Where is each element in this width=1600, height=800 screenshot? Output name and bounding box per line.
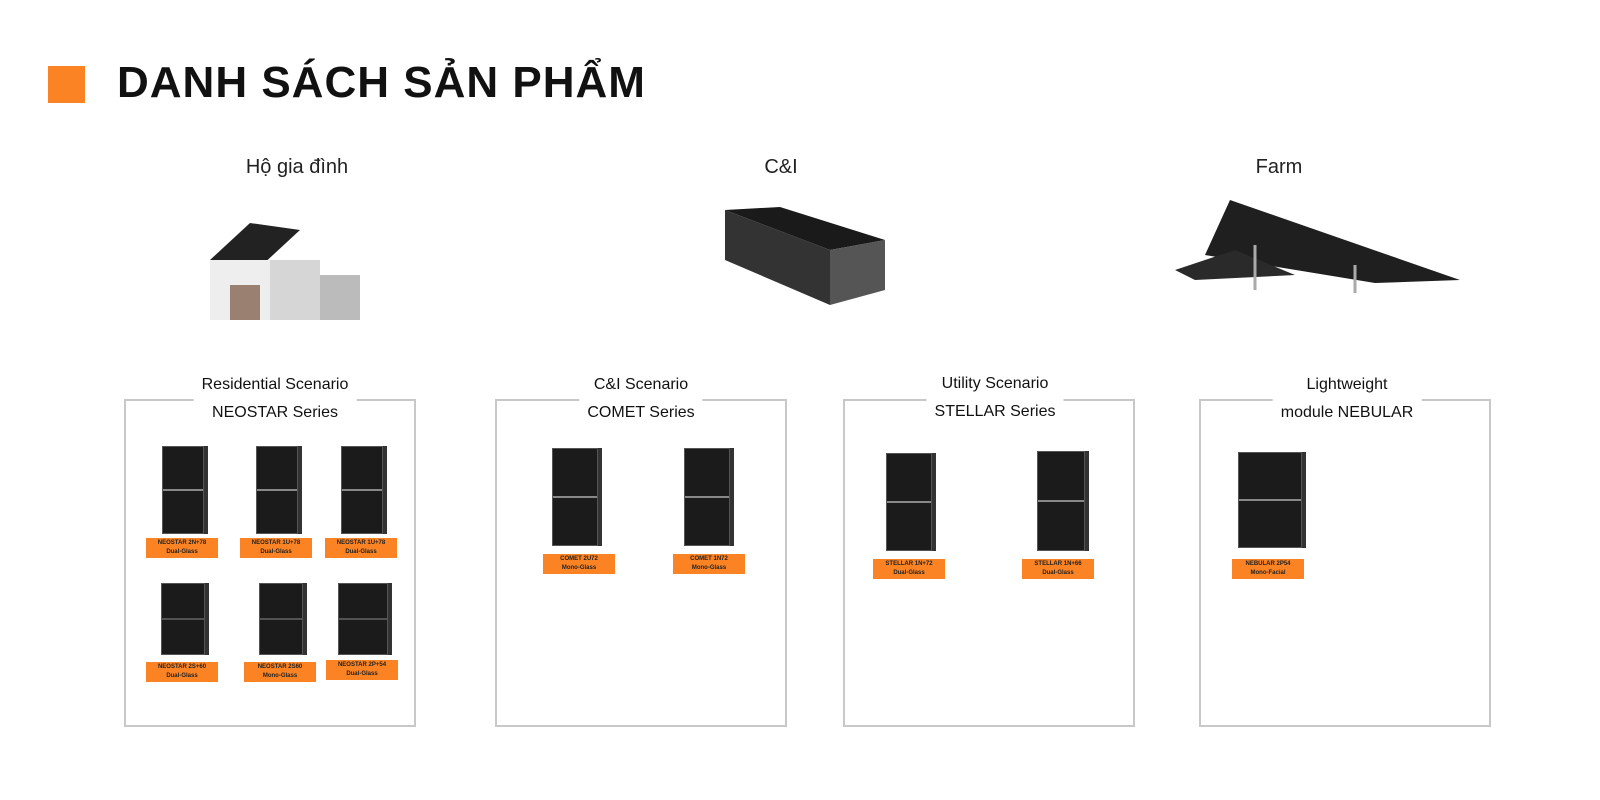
- product-name: NEOSTAR 1U+78: [251, 540, 301, 546]
- accent-square: [48, 66, 85, 103]
- solar-panel-image: [886, 453, 932, 551]
- solar-panel-image: [684, 448, 730, 546]
- product-name: NEOSTAR 2P+54: [337, 662, 387, 668]
- solar-panel-image: [161, 583, 205, 655]
- product-type: Dual-Glass: [346, 671, 378, 677]
- product-type: Dual-Glass: [260, 549, 292, 555]
- solar-panel-image: [338, 583, 388, 655]
- product-type: Dual-Glass: [345, 549, 377, 555]
- product-type: Mono-Glass: [262, 673, 298, 679]
- product-name: STELLAR 1N+72: [885, 561, 933, 567]
- solar-panel-image: [1037, 451, 1085, 551]
- product-name: STELLAR 1N+66: [1034, 561, 1082, 567]
- product-name: COMET 2U72: [560, 556, 598, 562]
- house-image: [210, 223, 360, 320]
- product-name: NEOSTAR 1U+78: [336, 540, 386, 546]
- product-type: Dual-Glass: [166, 673, 198, 679]
- solar-panel-image: [552, 448, 598, 546]
- product-type: Mono-Glass: [561, 565, 597, 571]
- product-name: NEBULAR 2P54: [1245, 561, 1291, 567]
- page-title: DANH SÁCH SẢN PHẨM: [117, 58, 646, 107]
- product-name: NEOSTAR 2S+60: [157, 664, 207, 670]
- product-name: NEOSTAR 2S60: [257, 664, 303, 670]
- solar-farm-image: [1175, 200, 1460, 293]
- category-household: Hộ gia đình: [245, 156, 349, 178]
- solar-panel-image: [162, 446, 204, 534]
- solar-panel-image: [256, 446, 298, 534]
- product-type: Dual-Glass: [893, 570, 925, 576]
- solar-panel-image: [1238, 452, 1302, 548]
- product-name: NEOSTAR 2N+78: [157, 540, 207, 546]
- product-type: Dual-Glass: [1042, 570, 1074, 576]
- product-type: Dual-Glass: [166, 549, 198, 555]
- product-name: COMET 1N72: [690, 556, 728, 562]
- product-type: Mono-Facial: [1250, 570, 1286, 576]
- solar-panel-image: [259, 583, 303, 655]
- category-farm: Farm: [1255, 156, 1303, 178]
- product-type: Mono-Glass: [691, 565, 727, 571]
- category-ci: C&I: [764, 156, 798, 178]
- solar-panel-image: [341, 446, 383, 534]
- warehouse-image: [725, 207, 885, 305]
